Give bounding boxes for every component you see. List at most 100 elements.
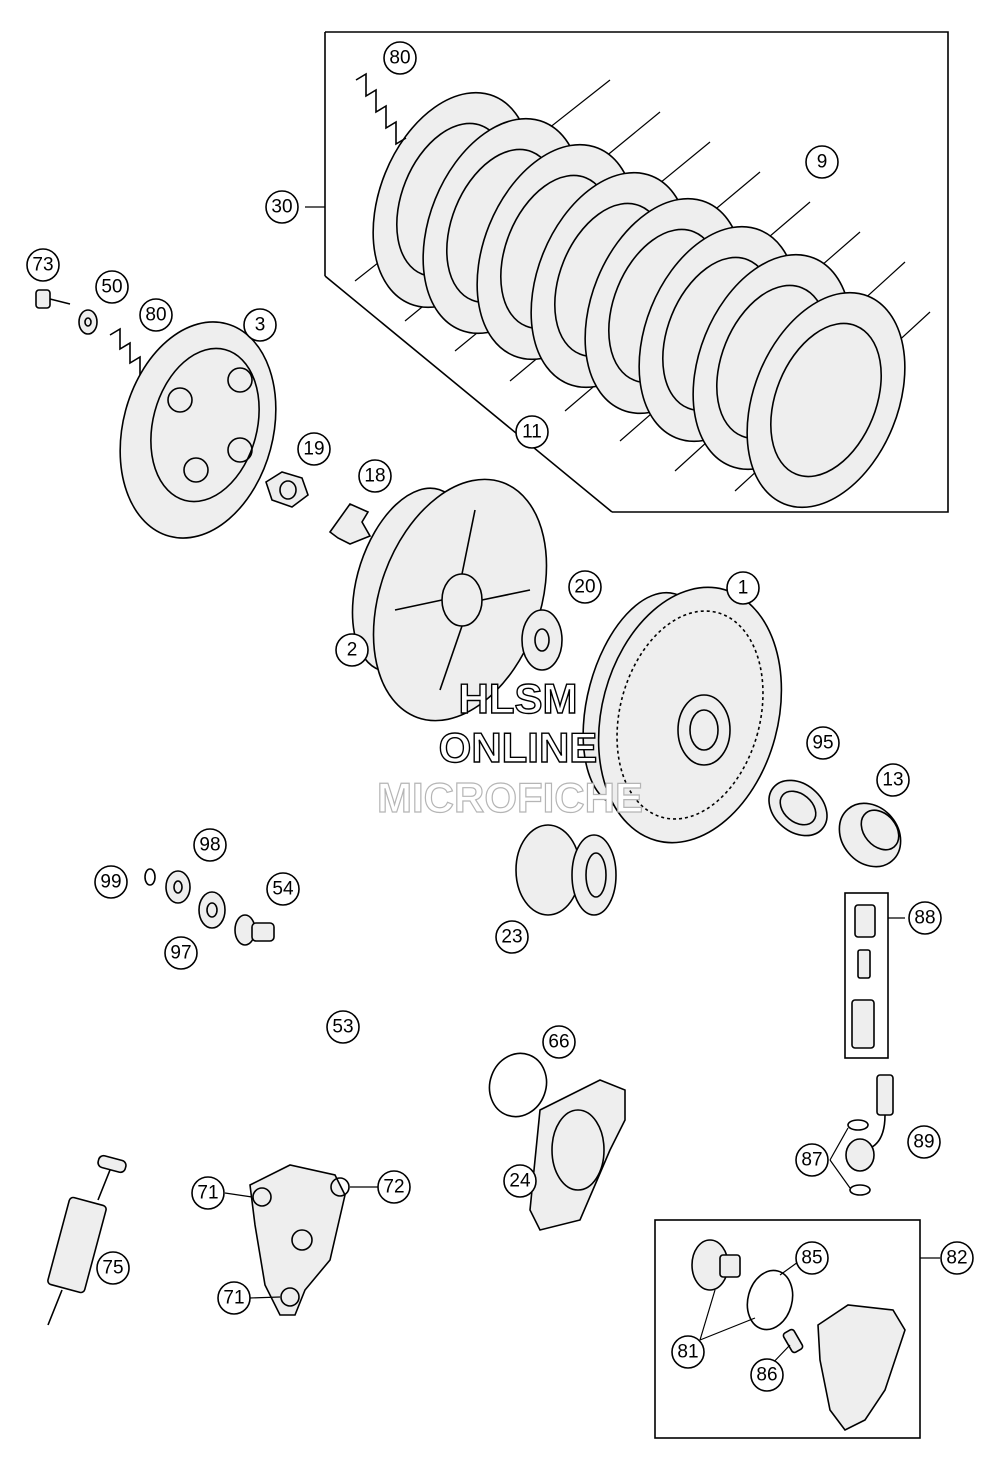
circlip xyxy=(144,868,156,886)
callout-24: 24 xyxy=(503,1164,537,1198)
watermark: HLSM ONLINE MICROFICHE xyxy=(376,674,643,821)
banjo-fitting xyxy=(845,1074,894,1172)
slave-cylinder-repair-kit-frame xyxy=(654,1219,940,1439)
callout-circle xyxy=(139,298,173,332)
bushing xyxy=(838,802,902,868)
cover-leader-lines xyxy=(224,1186,378,1299)
callout-circle xyxy=(383,41,417,75)
callout-circle xyxy=(495,920,529,954)
inner-clutch-hub xyxy=(351,478,548,722)
callout-50: 50 xyxy=(95,270,129,304)
callout-97: 97 xyxy=(164,936,198,970)
hex-nut xyxy=(265,471,309,508)
callout-71: 71 xyxy=(217,1281,251,1315)
callout-label: 85 xyxy=(801,1248,822,1269)
callout-label: 99 xyxy=(100,872,121,893)
callout-53: 53 xyxy=(326,1010,360,1044)
callout-label: 20 xyxy=(574,577,595,598)
primary-gear xyxy=(515,824,617,916)
lock-washer xyxy=(328,503,372,545)
clutch-spring-top xyxy=(355,72,407,146)
callout-19: 19 xyxy=(297,432,331,466)
callout-circle xyxy=(193,828,227,862)
callout-circle xyxy=(358,459,392,493)
callout-circle xyxy=(876,763,910,797)
washer-98 xyxy=(165,870,191,904)
callout-circle xyxy=(908,901,942,935)
callout-circle xyxy=(377,1170,411,1204)
callout-23: 23 xyxy=(495,920,529,954)
callout-label: 72 xyxy=(383,1177,404,1198)
callout-circle xyxy=(164,936,198,970)
screw-73 xyxy=(35,289,71,309)
callout-circle xyxy=(335,633,369,667)
pressure-piece xyxy=(234,914,275,946)
bleeder-valve-frame xyxy=(844,892,905,1059)
callout-circle xyxy=(503,1164,537,1198)
callout-2: 2 xyxy=(335,633,369,667)
callout-label: 95 xyxy=(812,733,833,754)
callout-73: 73 xyxy=(26,248,60,282)
callout-circle xyxy=(243,308,277,342)
callout-88: 88 xyxy=(908,901,942,935)
callout-label: 71 xyxy=(223,1288,244,1309)
callout-label: 30 xyxy=(271,197,292,218)
callout-label: 50 xyxy=(101,277,122,298)
callout-label: 81 xyxy=(677,1342,698,1363)
callout-label: 87 xyxy=(801,1150,822,1171)
callout-80: 80 xyxy=(139,298,173,332)
callout-circle xyxy=(795,1143,829,1177)
callout-18: 18 xyxy=(358,459,392,493)
callout-9: 9 xyxy=(805,145,839,179)
axial-bearing xyxy=(198,891,226,929)
callout-circle xyxy=(907,1125,941,1159)
callout-85: 85 xyxy=(795,1241,829,1275)
push-rod xyxy=(281,946,486,1064)
callout-label: 80 xyxy=(389,48,410,69)
callout-label: 75 xyxy=(102,1258,123,1279)
clutch-plates xyxy=(372,91,906,509)
callout-circle xyxy=(94,865,128,899)
callout-label: 9 xyxy=(817,152,828,173)
clutch-plate-pack-frame xyxy=(305,31,949,513)
watermark-line-3: MICROFICHE xyxy=(377,774,643,821)
callout-circle xyxy=(265,190,299,224)
callout-label: 71 xyxy=(197,1183,218,1204)
callout-98: 98 xyxy=(193,828,227,862)
callout-circle xyxy=(26,248,60,282)
callout-circle xyxy=(806,726,840,760)
callout-circle xyxy=(940,1241,974,1275)
callout-label: 89 xyxy=(913,1132,934,1153)
callout-label: 11 xyxy=(522,422,542,443)
callout-label: 1 xyxy=(738,578,749,599)
callout-95: 95 xyxy=(806,726,840,760)
callout-circle xyxy=(805,145,839,179)
callout-circle xyxy=(726,571,760,605)
callout-66: 66 xyxy=(542,1025,576,1059)
callout-11: 11 xyxy=(515,415,549,449)
callout-label: 97 xyxy=(170,943,191,964)
callout-99: 99 xyxy=(94,865,128,899)
callout-label: 73 xyxy=(32,255,53,276)
callout-1: 1 xyxy=(726,571,760,605)
callout-circle xyxy=(191,1176,225,1210)
outer-clutch-basket xyxy=(582,586,783,844)
callout-87: 87 xyxy=(795,1143,829,1177)
watermark-line-2: ONLINE xyxy=(439,724,598,771)
callout-label: 98 xyxy=(199,835,220,856)
callout-label: 18 xyxy=(364,466,385,487)
watermark-line-1: HLSM xyxy=(459,675,578,722)
callout-81: 81 xyxy=(671,1335,705,1369)
callout-82: 82 xyxy=(940,1241,974,1275)
callout-circle xyxy=(297,432,331,466)
callout-circle xyxy=(266,872,300,906)
callout-label: 3 xyxy=(255,315,266,336)
callout-75: 75 xyxy=(96,1251,130,1285)
callout-3: 3 xyxy=(243,308,277,342)
callout-circle xyxy=(542,1025,576,1059)
syringe xyxy=(47,1154,127,1326)
callout-label: 80 xyxy=(145,305,166,326)
callout-label: 54 xyxy=(272,879,294,900)
